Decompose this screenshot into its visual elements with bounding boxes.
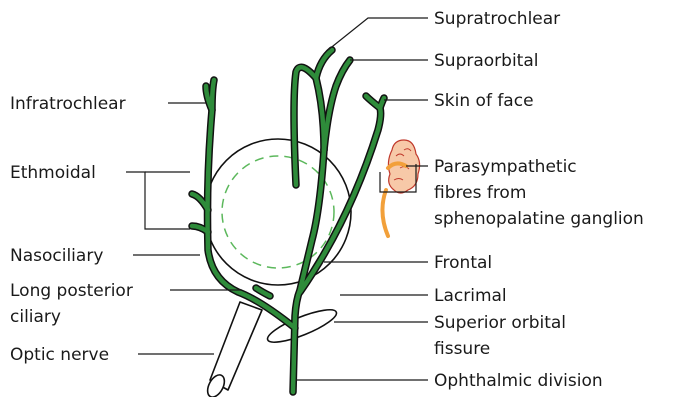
optic-nerve-shape xyxy=(204,302,262,397)
label-supraorbital: Supraorbital xyxy=(434,51,538,71)
labels-right: Supratrochlear Supraorbital Skin of face… xyxy=(434,9,644,391)
label-long-posterior-2: ciliary xyxy=(10,307,61,327)
label-ethmoidal: Ethmoidal xyxy=(10,163,96,183)
label-nasociliary: Nasociliary xyxy=(10,246,103,266)
label-frontal: Frontal xyxy=(434,253,492,273)
label-parasympathetic-3: sphenopalatine ganglion xyxy=(434,209,644,229)
label-superior-orbital-2: fissure xyxy=(434,339,490,359)
label-parasympathetic-2: fibres from xyxy=(434,183,526,203)
label-long-posterior-1: Long posterior xyxy=(10,281,133,301)
label-infratrochlear: Infratrochlear xyxy=(10,94,126,114)
label-parasympathetic-1: Parasympathetic xyxy=(434,157,577,177)
label-skin-of-face: Skin of face xyxy=(434,91,534,111)
label-optic-nerve: Optic nerve xyxy=(10,345,109,365)
label-supratrochlear: Supratrochlear xyxy=(434,9,560,29)
eyeball xyxy=(205,139,351,285)
labels-left: Infratrochlear Ethmoidal Nasociliary Lon… xyxy=(10,94,133,365)
label-superior-orbital-1: Superior orbital xyxy=(434,313,566,333)
label-ophthalmic-division: Ophthalmic division xyxy=(434,371,603,391)
label-lacrimal: Lacrimal xyxy=(434,286,507,306)
